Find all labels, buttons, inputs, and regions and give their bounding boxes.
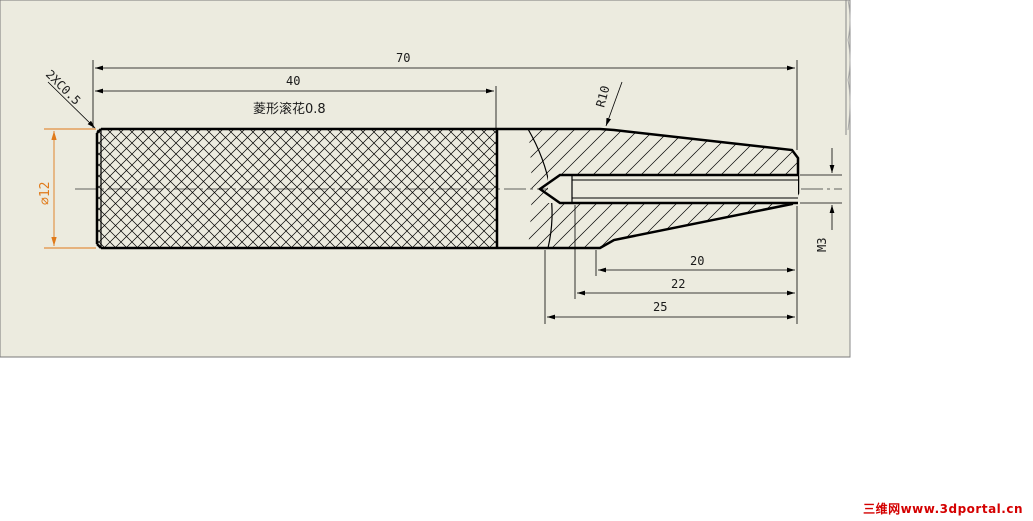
thread-depth-label: 20 bbox=[690, 254, 704, 268]
radius-label: R10 bbox=[593, 84, 612, 109]
dim-knurl: 40 菱形滚花0.8 bbox=[95, 74, 497, 128]
break-line bbox=[847, 0, 851, 131]
overall-length-label: 70 bbox=[396, 51, 410, 65]
dim-depths: 20 22 25 bbox=[544, 205, 798, 324]
dim-diameter: ⌀12 bbox=[38, 128, 96, 249]
knurl-length-label: 40 bbox=[286, 74, 300, 88]
watermark: 三维网www.3dportal.cn bbox=[863, 502, 1023, 516]
shank-section bbox=[497, 127, 528, 250]
thread-label: M3 bbox=[815, 238, 829, 252]
dim-radius: R10 bbox=[593, 81, 623, 127]
dim-overall: 70 bbox=[92, 51, 798, 150]
drill-depth-label: 22 bbox=[671, 277, 685, 291]
tip-length-label: 25 bbox=[653, 300, 667, 314]
dim-thread: M3 bbox=[800, 148, 842, 252]
diameter-label: ⌀12 bbox=[38, 182, 53, 205]
knurled-section bbox=[95, 127, 499, 250]
knurl-note: 菱形滚花0.8 bbox=[253, 101, 326, 117]
